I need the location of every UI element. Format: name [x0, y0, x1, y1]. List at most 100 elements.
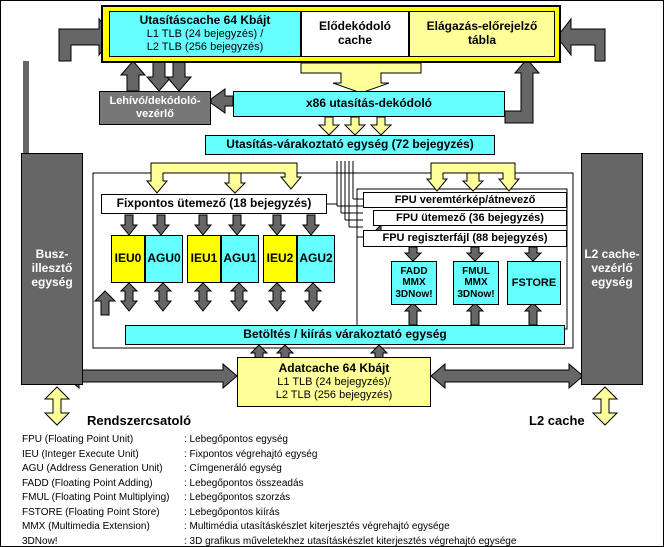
- branch-prediction-table: Elágazás-előrejelző tábla: [409, 11, 555, 57]
- fadd-unit: FADD MMX 3DNow!: [391, 261, 437, 305]
- icache-box: Utasításcache 64 Kbájt L1 TLB (24 bejegy…: [109, 11, 301, 57]
- fadd-line1: FADD: [400, 265, 428, 277]
- fstore-unit: FSTORE: [507, 261, 561, 305]
- fetch-down-arrow-2: [165, 60, 193, 92]
- fpu-scheduler: FPU ütemező (36 bejegyzés): [373, 210, 567, 226]
- unit-lsq-arrows: [93, 282, 323, 316]
- legend-row: IEU (Integer Execute Unit) : Fixpontos vé…: [22, 448, 642, 463]
- legend-row: MMX (Multimedia Extension) : Multimédia u…: [22, 520, 642, 535]
- dcache-l2tlb: L2 TLB (256 bejegyzés): [275, 388, 393, 401]
- x86-decoder: x86 utasítás-dekódoló: [233, 91, 505, 117]
- legend: FPU (Floating Point Unit) : Lebegőpontos …: [22, 433, 642, 547]
- fmul-line2: MMX: [464, 277, 488, 289]
- legend-row: AGU (Address Generation Unit) : Címgenerá…: [22, 462, 642, 477]
- legend-row: FMUL (Floating Point Multiplying) : Lebeg…: [22, 491, 642, 506]
- system-bus-label: Rendszercsatoló: [87, 413, 192, 428]
- ieu2-unit: IEU2: [263, 235, 297, 283]
- lsq-label: Betöltés / kiírás várakoztató egység: [243, 327, 447, 342]
- agu1-label: AGU1: [223, 251, 257, 266]
- predecode-cache: Elődekódoló cache: [301, 11, 409, 57]
- branch-line1: Elágazás-előrejelző: [426, 19, 538, 34]
- data-cache: Adatcache 64 Kbájt L1 TLB (24 bejegyzés)…: [237, 357, 431, 407]
- legend-desc: : Lebegőpontos szorzás: [184, 492, 291, 503]
- branch-line2: tábla: [467, 33, 496, 47]
- ieu1-unit: IEU1: [187, 235, 221, 283]
- l2ctrl-line1: L2 cache-: [584, 247, 640, 262]
- legend-desc: : Fixpontos végrehajtó egység: [184, 448, 318, 460]
- bus-line2: illesztő: [31, 261, 73, 276]
- int-fpu-wires: [327, 161, 363, 251]
- fstore-label: FSTORE: [511, 276, 557, 289]
- fpu-stack-label: FPU veremtérkép/átnevező: [394, 193, 536, 206]
- l2ctrl-line3: egység: [591, 274, 633, 289]
- legend-desc: : Címgeneráló egység: [184, 463, 282, 474]
- agu2-unit: AGU2: [297, 235, 335, 283]
- fmul-line1: FMUL: [462, 265, 490, 277]
- legend-row: FPU (Floating Point Unit) : Lebegőpontos …: [22, 433, 642, 448]
- legend-term: FMUL (Floating Point Multiplying): [22, 492, 170, 503]
- instruction-queue: Utasítás-várakoztató egység (72 bejegyzé…: [205, 135, 495, 155]
- fpu-regfile-label: FPU regiszterfájl (88 bejegyzés): [382, 232, 548, 245]
- fetch-decoder-arrow: [210, 88, 234, 114]
- core-frame: [92, 172, 574, 349]
- legend-term: MMX (Multimedia Extension): [22, 521, 150, 532]
- fadd-line2: MMX: [402, 277, 426, 289]
- icache-title: Utasításcache 64 Kbájt: [139, 13, 271, 28]
- fetch-line1: Lehívó/dekódoló-: [109, 95, 201, 108]
- decoder-queue-arrows: [317, 116, 393, 136]
- legend-row: 3DNow! : 3D grafikus műveletekhez utasítá…: [22, 535, 642, 547]
- predecode-line1: Elődekódoló: [319, 19, 391, 34]
- fx-scheduler-label: Fixpontos ütemező (18 bejegyzés): [116, 196, 312, 211]
- l2-cache-label: L2 cache: [529, 413, 585, 428]
- iqueue-label: Utasítás-várakoztató egység (72 bejegyzé…: [226, 137, 474, 152]
- fetch-down-arrow-1: [145, 60, 173, 92]
- bus-icache-arrow: [58, 17, 114, 62]
- dcache-title: Adatcache 64 Kbájt: [278, 361, 390, 376]
- fadd-line3: 3DNow!: [395, 288, 433, 300]
- load-store-queue: Betöltés / kiírás várakoztató egység: [125, 325, 565, 345]
- ieu0-unit: IEU0: [111, 235, 145, 283]
- queue-scheduler-arrows: [145, 162, 521, 194]
- integer-scheduler: Fixpontos ütemező (18 bejegyzés): [101, 194, 327, 214]
- icache-l1tlb: L1 TLB (24 bejegyzés) /: [146, 28, 264, 41]
- legend-term: AGU (Address Generation Unit): [22, 463, 163, 474]
- decoder-label: x86 utasítás-dekódoló: [305, 96, 433, 111]
- legend-row: FADD (Floating Point Adding) : Lebegőpont…: [22, 477, 642, 492]
- legend-desc: : Lebegőpontos egység: [184, 434, 288, 445]
- agu0-unit: AGU0: [145, 235, 183, 283]
- legend-term: FSTORE (Floating Point Store): [22, 506, 160, 518]
- l2-dcache-arrow: [430, 362, 584, 390]
- legend-desc: : Lebegőpontos összeadás: [184, 477, 304, 489]
- bus-line1: Busz-: [35, 247, 69, 262]
- bus-dcache-arrow: [64, 362, 238, 390]
- legend-term: 3DNow!: [22, 535, 58, 547]
- fpu-register-file: FPU regiszterfájl (88 bejegyzés): [363, 230, 567, 247]
- legend-term: FADD (Floating Point Adding): [22, 477, 153, 489]
- fetch-decode-controller: Lehívó/dekódoló- vezérlő: [99, 91, 211, 125]
- legend-desc: : Lebegőpontos kiírás: [184, 506, 280, 518]
- fetch-line2: vezérlő: [136, 108, 174, 120]
- legend-row: FSTORE (Floating Point Store) : Lebegőpon…: [22, 506, 642, 521]
- l2-cache-arrow: [591, 386, 619, 426]
- legend-desc: : Multimédia utasításkészlet kiterjeszté…: [184, 521, 450, 532]
- bus-interface-unit: Busz- illesztő egység: [21, 153, 83, 385]
- fpu-scheduler-label: FPU ütemező (36 bejegyzés): [396, 211, 544, 224]
- bus-line3: egység: [31, 274, 73, 289]
- dcache-l1tlb: L1 TLB (24 bejegyzés)/: [277, 376, 391, 389]
- scheduler-unit-arrows: [119, 214, 321, 236]
- legend-desc: : 3D grafikus műveletekhez utasításkészl…: [184, 535, 517, 547]
- legend-term: FPU (Floating Point Unit): [22, 434, 134, 445]
- branch-decoder-arrow: [504, 58, 541, 124]
- fetch-up-arrow-1: [119, 60, 147, 92]
- legend-term: IEU (Integer Execute Unit): [22, 448, 139, 460]
- system-bus-arrow: [43, 386, 71, 426]
- fmul-line3: 3DNow!: [457, 288, 495, 300]
- ieu2-label: IEU2: [266, 251, 294, 266]
- l2-icache-arrow: [556, 17, 606, 62]
- fpu-stack-renamer: FPU veremtérkép/átnevező: [363, 192, 567, 208]
- ieu1-label: IEU1: [190, 251, 218, 266]
- agu2-label: AGU2: [299, 251, 333, 266]
- agu1-unit: AGU1: [221, 235, 259, 283]
